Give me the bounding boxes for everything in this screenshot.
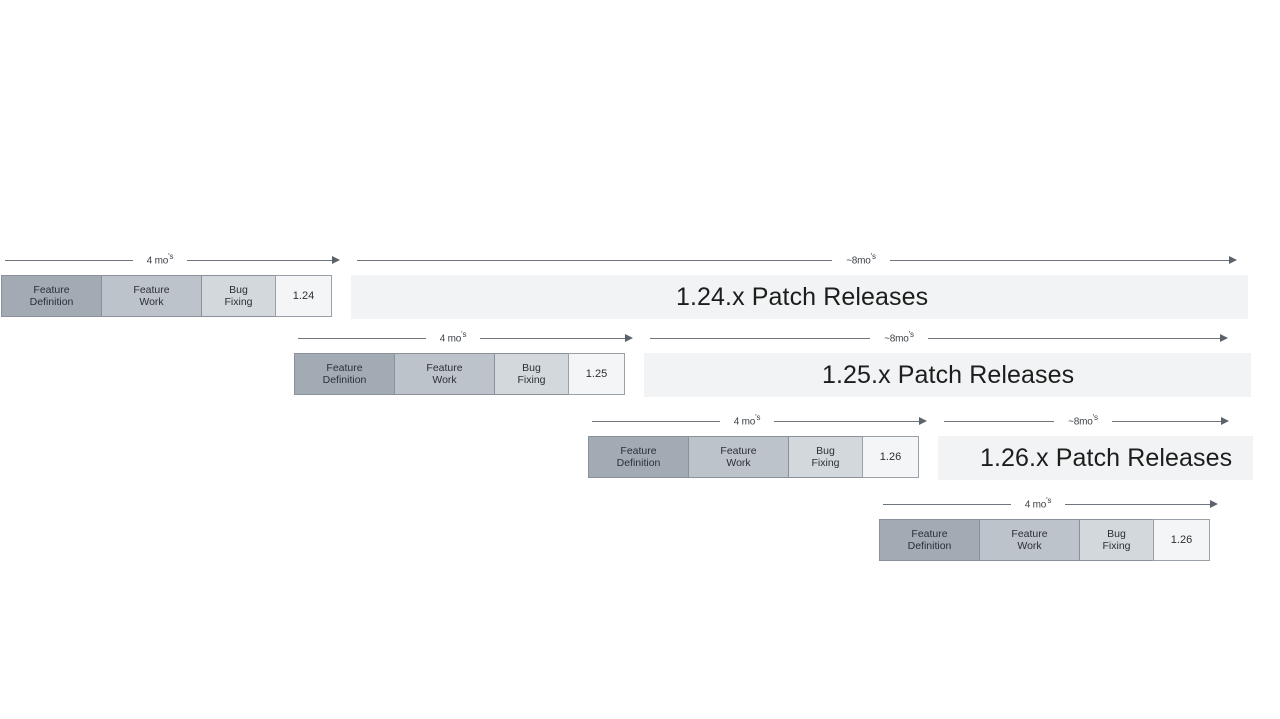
phase-box-bug-fixing-line2-release-1-24: Fixing [224,296,253,308]
dev-duration-arrow-release-1-26: 4 mo's [592,413,927,431]
version-badge-line1-release-1-26: 1.26 [879,450,902,463]
phase-box-feature-work-line2-release-1-26: Work [726,457,751,469]
patch-duration-arrow-release-1-26-label: ~8mo's [1068,413,1098,428]
patch-duration-arrow-release-1-24-line-left [357,260,832,261]
patch-duration-arrow-release-1-25: ~8mo's [650,330,1228,348]
dev-duration-arrow-release-1-25-line-left [298,338,426,339]
phase-box-bug-fixing-line2-release-1-25: Fixing [517,374,546,386]
patch-duration-arrow-release-1-24-label: ~8mo's [846,252,876,267]
phase-box-feature-work-line1-release-1-26: Feature [720,444,757,457]
phase-box-bug-fixing-line1-release-1-26: Bug [816,444,835,457]
phase-box-feature-definition-line2-release-1-24: Definition [29,296,74,308]
patch-duration-arrow-release-1-25-line-right [928,338,1220,339]
patch-duration-arrow-release-1-26-arrowhead-icon [1221,417,1229,425]
patch-release-band-1.25: 1.25.x Patch Releases [644,353,1251,397]
dev-duration-arrow-release-1-26-next-line-right [1065,504,1210,505]
dev-duration-arrow-release-1-26-label: 4 mo's [733,413,761,428]
dev-duration-arrow-release-1-25-arrowhead-icon [625,334,633,342]
dev-duration-arrow-release-1-26-next-line-left [883,504,1011,505]
patch-duration-arrow-release-1-24-line-right [890,260,1229,261]
dev-duration-arrow-release-1-24-line-left [5,260,133,261]
dev-duration-arrow-release-1-26-next-label: 4 mo's [1024,496,1052,511]
dev-duration-arrow-release-1-26-arrowhead-icon [919,417,927,425]
patch-release-band-1.26: 1.26.x Patch Releases [938,436,1253,480]
phase-box-feature-definition-line2-release-1-25: Definition [322,374,367,386]
dev-duration-arrow-release-1-26-next: 4 mo's [883,496,1218,514]
patch-duration-arrow-release-1-24: ~8mo's [357,252,1237,270]
dev-duration-arrow-release-1-26-line-right [774,421,919,422]
phase-box-bug-fixing-line1-release-1-24: Bug [229,283,248,296]
phase-box-feature-definition-line2-release-1-26-next: Definition [907,540,952,552]
version-badge-release-1-25: 1.25 [568,353,625,395]
dev-duration-arrow-release-1-24-arrowhead-icon [332,256,340,264]
patch-release-label-1.25: 1.25.x Patch Releases [822,360,1075,389]
phase-box-feature-work-line2-release-1-24: Work [139,296,164,308]
patch-duration-arrow-release-1-26-line-right [1112,421,1221,422]
phase-box-feature-work-line2-release-1-26-next: Work [1017,540,1042,552]
version-badge-release-1-26: 1.26 [862,436,919,478]
phase-box-bug-fixing-line1-release-1-25: Bug [522,361,541,374]
phase-box-feature-definition-line1-release-1-26: Feature [620,444,657,457]
phase-box-feature-definition-line1-release-1-25: Feature [326,361,363,374]
dev-duration-arrow-release-1-25-line-right [480,338,625,339]
patch-release-band-1.24: 1.24.x Patch Releases [351,275,1248,319]
phase-box-bug-fixing-line1-release-1-26-next: Bug [1107,527,1126,540]
phase-box-bug-fixing-line2-release-1-26-next: Fixing [1102,540,1131,552]
patch-duration-arrow-release-1-26: ~8mo's [944,413,1229,431]
patch-duration-arrow-release-1-24-arrowhead-icon [1229,256,1237,264]
phase-box-feature-definition-line1-release-1-26-next: Feature [911,527,948,540]
phase-box-bug-fixing-line2-release-1-26: Fixing [811,457,840,469]
version-badge-line1-release-1-26-next: 1.26 [1170,533,1193,546]
version-badge-release-1-24: 1.24 [275,275,332,317]
phase-box-feature-definition-line1-release-1-24: Feature [33,283,70,296]
phase-box-feature-work-line1-release-1-26-next: Feature [1011,527,1048,540]
patch-release-label-1.26: 1.26.x Patch Releases [980,443,1233,472]
patch-duration-arrow-release-1-25-label: ~8mo's [884,330,914,345]
patch-duration-arrow-release-1-25-arrowhead-icon [1220,334,1228,342]
dev-duration-arrow-release-1-24-label: 4 mo's [146,252,174,267]
dev-duration-arrow-release-1-26-line-left [592,421,720,422]
version-badge-line1-release-1-25: 1.25 [585,367,608,380]
version-badge-release-1-26-next: 1.26 [1153,519,1210,561]
patch-duration-arrow-release-1-25-line-left [650,338,870,339]
phase-box-feature-work-line2-release-1-25: Work [432,374,457,386]
version-badge-line1-release-1-24: 1.24 [292,289,315,302]
dev-duration-arrow-release-1-24: 4 mo's [5,252,340,270]
phase-box-feature-work-line1-release-1-25: Feature [426,361,463,374]
dev-duration-arrow-release-1-25-label: 4 mo's [439,330,467,345]
phase-box-feature-definition-line2-release-1-26: Definition [616,457,661,469]
dev-duration-arrow-release-1-25: 4 mo's [298,330,633,348]
patch-release-label-1.24: 1.24.x Patch Releases [676,282,929,311]
phase-box-feature-work-line1-release-1-24: Feature [133,283,170,296]
patch-duration-arrow-release-1-26-line-left [944,421,1054,422]
dev-duration-arrow-release-1-24-line-right [187,260,332,261]
dev-duration-arrow-release-1-26-next-arrowhead-icon [1210,500,1218,508]
